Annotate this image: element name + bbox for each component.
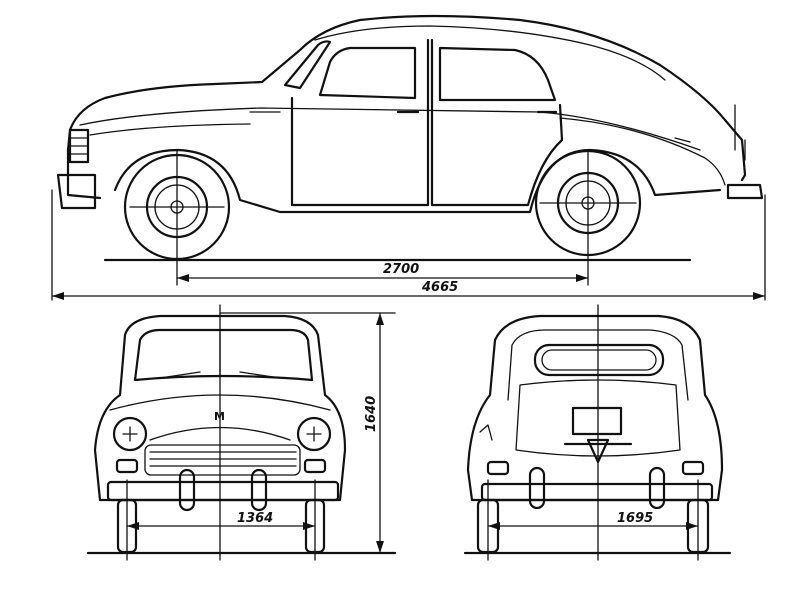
- rear-bumper: [480, 482, 714, 502]
- front-hood-crease: [149, 426, 291, 441]
- front-body-outline: [93, 314, 347, 502]
- rear-window: [533, 343, 665, 377]
- front-track-label: 1364: [237, 511, 273, 526]
- rear-trunk-lid: [515, 379, 681, 457]
- rear-left-tail-lamp: [486, 460, 510, 476]
- wheelbase-label: 2700: [383, 262, 419, 277]
- rear-track-dimension: 1695: [487, 511, 699, 530]
- side-body-outline: [66, 14, 747, 200]
- front-windshield: [133, 328, 314, 382]
- front-left-parking-lamp: [115, 458, 139, 474]
- overall-length-label: 4665: [421, 280, 458, 295]
- front-wipers: [159, 371, 281, 379]
- rear-license-plate: [571, 406, 623, 436]
- side-rear-bumper: [726, 183, 764, 200]
- side-belt-line: [79, 107, 701, 151]
- front-hood-emblem: M: [214, 410, 225, 423]
- side-front-fender-crease: [89, 123, 251, 136]
- front-left-headlight: [112, 416, 148, 452]
- height-label: 1640: [364, 396, 379, 432]
- side-rear-window: [438, 46, 557, 102]
- front-right-parking-lamp: [303, 458, 327, 474]
- front-bumper-guard-left: [178, 468, 196, 512]
- rear-roof-inner: [507, 329, 689, 401]
- rear-right-tail-lamp: [681, 460, 705, 476]
- rear-emblem: [586, 438, 610, 464]
- side-front-bumper: [56, 173, 97, 210]
- rear-window-inner: [541, 349, 657, 371]
- side-rear-lamp: [674, 137, 691, 143]
- front-grille: [144, 444, 301, 476]
- side-windshield: [283, 40, 332, 90]
- rear-view: 1695: [463, 304, 732, 561]
- rear-body-outline: [466, 314, 724, 502]
- rear-bumper-guard-right: [648, 466, 666, 510]
- side-rear-details: [734, 104, 746, 161]
- side-roof-line: [314, 25, 666, 81]
- front-hood-line: [109, 394, 331, 411]
- side-front-wheel: [123, 149, 231, 286]
- side-front-window: [318, 46, 417, 100]
- wheelbase-dimension: 2700: [176, 262, 589, 282]
- rear-left-fender-detail: [479, 424, 493, 441]
- front-track-dimension: 1364: [126, 511, 316, 530]
- rear-track-label: 1695: [617, 511, 653, 526]
- side-rear-door: [430, 38, 564, 207]
- rear-bumper-guard-left: [528, 466, 546, 510]
- height-dimension: 1640: [364, 312, 384, 554]
- side-view: 2700 4665: [51, 14, 766, 301]
- side-rear-wheel: [534, 149, 642, 286]
- side-front-grille: [68, 128, 90, 164]
- side-rear-fender: [559, 117, 726, 186]
- overall-length-dimension: 4665: [51, 280, 766, 300]
- side-rocker-line: [113, 148, 722, 214]
- front-bumper-guard-right: [250, 468, 268, 512]
- front-bumper: [106, 480, 340, 502]
- side-front-door: [290, 38, 430, 207]
- front-right-headlight: [296, 416, 332, 452]
- front-view: M: [86, 304, 397, 561]
